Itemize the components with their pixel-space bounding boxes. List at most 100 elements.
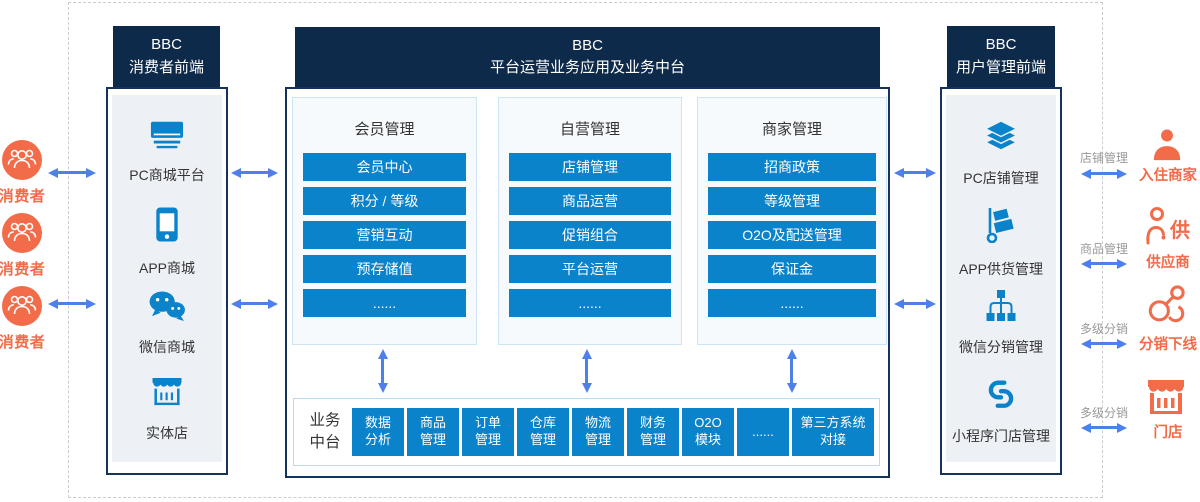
module-chip: ......	[509, 289, 671, 317]
module-tile: 第三方系统 对接	[792, 408, 874, 456]
consumer-frontend-list: PC商城平台 APP商城 微信商城	[112, 95, 222, 462]
monitor-icon	[150, 121, 184, 154]
merchant-icon	[1150, 124, 1184, 169]
business-middle-platform: 业务 中台 数据 分析 商品 管理 订单 管理 仓库 管理 物流 管理 财务 管…	[293, 398, 880, 466]
member-management-group: 会员管理 会员中心 积分 / 等级 营销互动 预存储值 ......	[292, 97, 477, 345]
role-label: 入住商家	[1139, 168, 1197, 184]
module-chip: 促销组合	[509, 221, 671, 249]
module-chip: 会员中心	[303, 153, 466, 181]
platform-panel: 会员管理 会员中心 积分 / 等级 营销互动 预存储值 ...... 自营管理 …	[285, 87, 890, 478]
consumer-group: 消费者	[0, 286, 45, 352]
list-item: 小程序门店管理	[946, 378, 1056, 446]
arrow-frontend-platform	[231, 167, 278, 178]
supplier-char: 供	[1170, 220, 1190, 242]
module-chip: 等级管理	[708, 187, 876, 215]
header-title-line1: BBC	[572, 36, 603, 54]
group-title: 自营管理	[559, 121, 620, 138]
module-chip: O2O及配送管理	[708, 221, 876, 249]
module-tile: 仓库 管理	[517, 408, 569, 456]
arrow-frontend-platform	[231, 298, 278, 309]
list-item: 微信分销管理	[946, 290, 1056, 357]
item-label: 实体店	[146, 425, 188, 441]
module-chip: 预存储值	[303, 255, 466, 283]
list-item: APP供货管理	[946, 207, 1056, 279]
module-tile: 订单 管理	[462, 408, 514, 456]
consumer-frontend-panel: PC商城平台 APP商城 微信商城	[106, 87, 228, 475]
consumer-label: 消费者	[0, 334, 46, 351]
list-item: 实体店	[112, 378, 222, 443]
consumer-frontend-header: BBC 消费者前端	[113, 26, 220, 87]
role-label: 门店	[1153, 425, 1183, 441]
diagram-dashed-frame	[68, 2, 1103, 498]
group-title: 商家管理	[761, 121, 822, 138]
header-title-line1: BBC	[151, 36, 182, 53]
module-tile: 物流 管理	[572, 408, 624, 456]
arrow-platform-admin	[894, 167, 936, 178]
consumers-icon	[2, 286, 42, 326]
layers-icon	[983, 120, 1019, 157]
arrow-consumers-frontend	[48, 167, 96, 178]
module-chip: 平台运营	[509, 255, 671, 283]
header-title-line1: BBC	[985, 36, 1017, 53]
arrow-admin-supplier	[1081, 258, 1127, 269]
module-tile: 商品 管理	[407, 408, 459, 456]
supplier-icon: 供	[1143, 206, 1190, 246]
role-label: 分销下线	[1139, 337, 1197, 353]
module-chip: 积分 / 等级	[303, 187, 466, 215]
header-title-line2: 用户管理前端	[955, 58, 1046, 76]
shop-icon	[1146, 378, 1186, 421]
arrow-group-midplatform	[581, 349, 592, 393]
store-icon	[150, 378, 184, 412]
module-chip: ......	[708, 289, 876, 317]
arrow-admin-distributor	[1081, 338, 1127, 349]
module-chip: 招商政策	[708, 153, 876, 181]
middle-platform-label: 业务 中台	[309, 411, 341, 451]
user-admin-list: PC店铺管理 APP供货管理 微信分销管理	[946, 95, 1056, 462]
module-chip: 营销互动	[303, 221, 466, 249]
list-item: APP商城	[112, 207, 222, 278]
arrow-platform-admin	[894, 298, 936, 309]
list-item: PC店铺管理	[946, 120, 1056, 188]
consumer-label: 消费者	[0, 261, 46, 278]
relation-label: 商品管理	[1079, 242, 1128, 256]
user-admin-header: BBC 用户管理前端	[947, 26, 1055, 87]
item-label: 微信分销管理	[959, 339, 1043, 355]
wechat-icon	[148, 290, 186, 326]
header-title-line2: 平台运营业务应用及业务中台	[489, 59, 685, 76]
consumers-icon	[2, 140, 42, 180]
item-label: APP商城	[138, 260, 195, 276]
consumers-icon	[2, 213, 42, 253]
hierarchy-icon	[984, 290, 1018, 326]
item-label: 小程序门店管理	[952, 428, 1050, 444]
arrow-admin-shop	[1081, 422, 1127, 433]
role-label: 供应商	[1146, 255, 1190, 271]
platform-header: BBC 平台运营业务应用及业务中台	[295, 27, 880, 87]
merchant-management-group: 商家管理 招商政策 等级管理 O2O及配送管理 保证金 ......	[697, 97, 887, 345]
middle-platform-modules: 数据 分析 商品 管理 订单 管理 仓库 管理 物流 管理 财务 管理 O2O …	[352, 408, 874, 456]
consumer-group: 消费者	[0, 213, 45, 279]
arrow-admin-merchant	[1081, 168, 1127, 179]
trolley-icon	[983, 207, 1019, 248]
module-tile: 财务 管理	[627, 408, 679, 456]
module-chip: ......	[303, 289, 466, 317]
module-tile: O2O 模块	[682, 408, 734, 456]
list-item: PC商城平台	[112, 121, 222, 185]
consumer-group: 消费者	[0, 140, 45, 206]
arrow-group-midplatform	[377, 349, 388, 393]
group-title: 会员管理	[354, 121, 415, 138]
consumer-label: 消费者	[0, 188, 46, 205]
item-label: PC商城平台	[129, 167, 205, 183]
relation-label: 店铺管理	[1079, 151, 1128, 165]
relation-label: 多级分销	[1079, 322, 1128, 336]
item-label: PC店铺管理	[963, 170, 1039, 186]
module-chip: 商品运营	[509, 187, 671, 215]
item-label: APP供货管理	[958, 261, 1043, 277]
arrow-group-midplatform	[786, 349, 797, 393]
smartphone-icon	[155, 207, 179, 247]
module-chip: 店铺管理	[509, 153, 671, 181]
share-icon	[1146, 284, 1186, 333]
relation-label: 多级分销	[1079, 406, 1128, 420]
module-tile: 数据 分析	[352, 408, 404, 456]
self-operated-group: 自营管理 店铺管理 商品运营 促销组合 平台运营 ......	[498, 97, 682, 345]
header-title-line2: 消费者前端	[128, 58, 204, 76]
